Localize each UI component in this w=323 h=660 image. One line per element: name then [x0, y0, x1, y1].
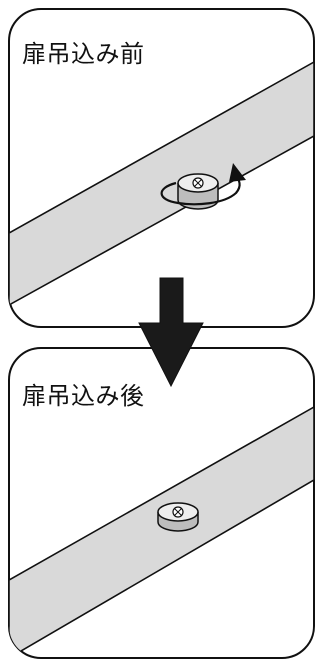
- rotate-arrow-icon: [160, 163, 246, 206]
- panel-after-illustration: 扉吊込み後: [8, 347, 315, 659]
- panel-after: 扉吊込み後: [0, 340, 323, 660]
- panel-title-before: 扉吊込み前: [22, 40, 145, 68]
- door-edge-board: [9, 405, 314, 658]
- door-edge-board: [9, 60, 314, 307]
- panel-before-illustration: 扉吊込み前: [8, 8, 315, 328]
- adjuster-screw-icon: [157, 502, 199, 532]
- panel-title-after: 扉吊込み後: [22, 382, 145, 410]
- panel-before: 扉吊込み前: [8, 8, 315, 328]
